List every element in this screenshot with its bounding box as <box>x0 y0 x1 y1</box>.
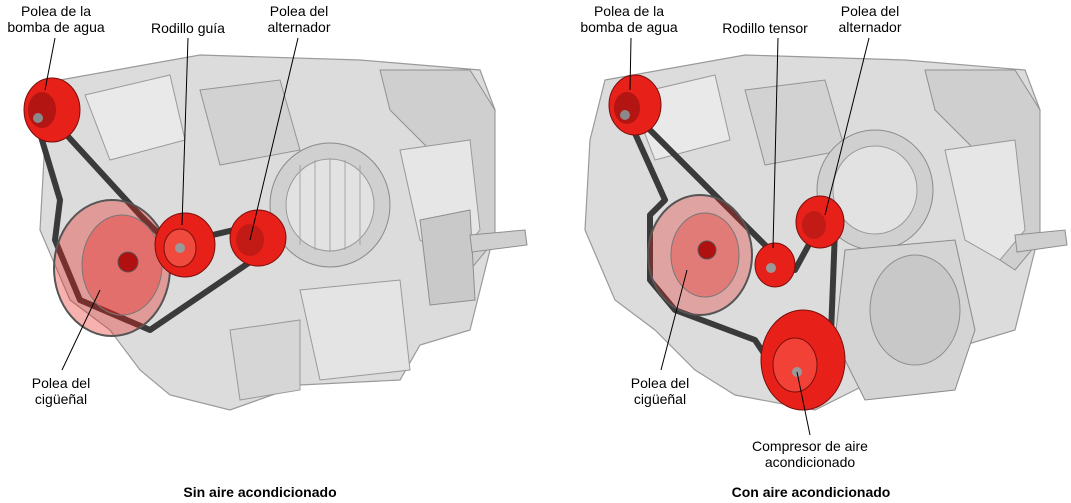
engine-diagram-with-ac <box>584 37 1068 436</box>
label-water-pump-pulley: Polea de la bomba de agua <box>0 3 112 35</box>
label-line: alternador <box>838 19 902 35</box>
leader-lines <box>44 37 299 371</box>
label-line: alternador <box>267 19 331 35</box>
label-line: Polea del <box>840 3 900 19</box>
label-alternator-pulley: Polea del alternador <box>254 3 344 35</box>
label-line: Polea de la <box>593 3 665 19</box>
label-line: Polea de la <box>20 3 92 19</box>
label-line: cigüeñal <box>34 391 88 407</box>
label-idler-roller: Rodillo guía <box>140 20 236 36</box>
label-crankshaft-pulley: Polea del cigüeñal <box>615 375 705 407</box>
label-line: Rodillo tensor <box>722 20 808 36</box>
tensioner-roller <box>754 242 796 288</box>
crankshaft-pulley <box>647 194 753 316</box>
label-line: Rodillo guía <box>151 20 225 36</box>
label-line: Compresor de aire <box>752 438 868 454</box>
engine-diagram-without-ac <box>23 37 528 411</box>
label-alternator-pulley: Polea del alternador <box>825 3 915 35</box>
label-line: Polea del <box>31 375 91 391</box>
idler-roller <box>154 212 216 278</box>
label-crankshaft-pulley: Polea del cigüeñal <box>16 375 106 407</box>
water-pump-pulley <box>608 74 662 136</box>
alternator-pulley <box>795 195 845 249</box>
label-line: Polea del <box>630 375 690 391</box>
label-line: bomba de agua <box>580 19 678 35</box>
label-line: cigüeñal <box>633 391 687 407</box>
ac-compressor-pulley <box>760 309 846 411</box>
label-line: acondicionado <box>764 454 856 470</box>
crankshaft-pulley <box>53 199 171 337</box>
label-line: bomba de agua <box>7 19 105 35</box>
panel-with-ac: Polea de la bomba de agua Rodillo tensor… <box>535 0 1071 503</box>
serpentine-belt <box>27 92 278 333</box>
label-tensioner-roller: Rodillo tensor <box>713 20 817 36</box>
panel-without-ac: Polea de la bomba de agua Rodillo guía P… <box>0 0 535 503</box>
leader-lines <box>629 37 870 436</box>
caption-with-ac: Con aire acondicionado <box>731 484 891 500</box>
label-line: Polea del <box>269 3 329 19</box>
water-pump-pulley <box>23 77 81 143</box>
label-ac-compressor: Compresor de aire acondicionado <box>735 438 885 470</box>
label-water-pump-pulley: Polea de la bomba de agua <box>573 3 685 35</box>
alternator-pulley <box>229 209 287 267</box>
caption-without-ac: Sin aire acondicionado <box>183 484 337 500</box>
